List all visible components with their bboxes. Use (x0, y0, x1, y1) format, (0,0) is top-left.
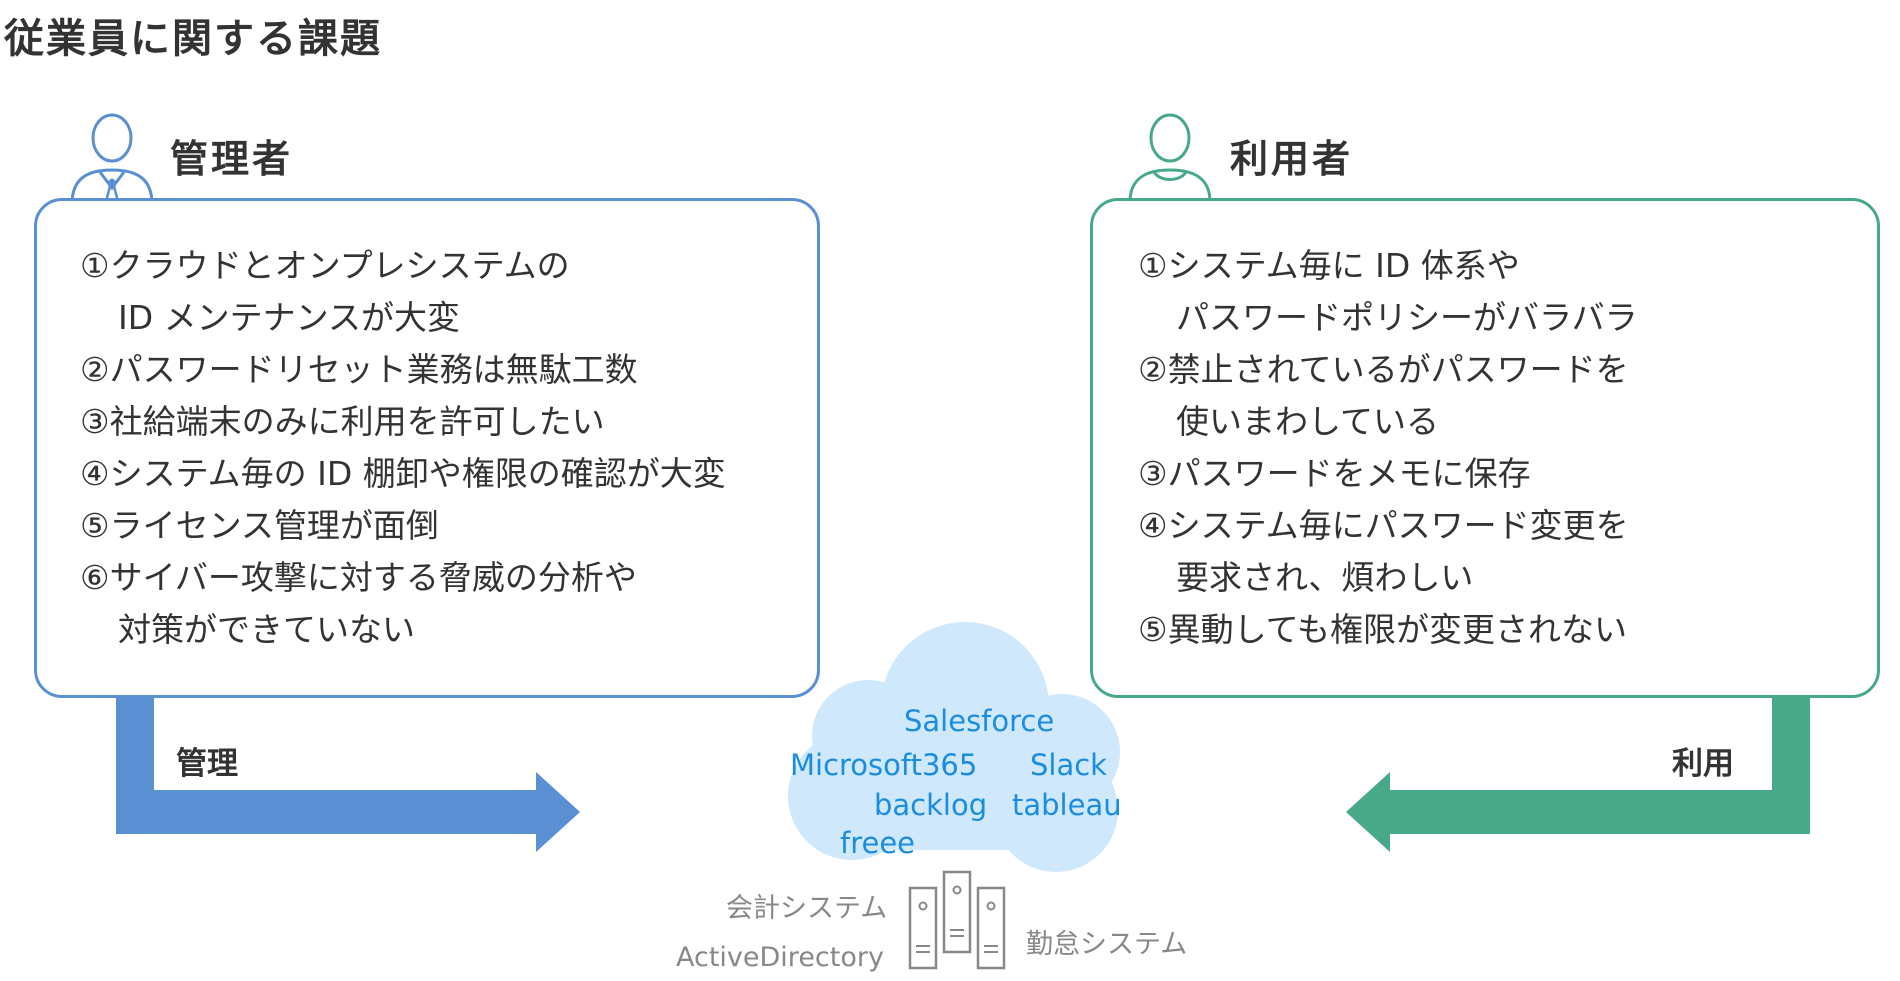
admin-issues-panel (34, 198, 820, 698)
server-icon (908, 870, 1006, 970)
list-item: ①システム毎に ID 体系やパスワードポリシーがバラバラ (1138, 240, 1638, 344)
issue-line: ⑥サイバー攻撃に対する脅威の分析や (80, 558, 637, 597)
list-item: ①クラウドとオンプレシステムの ID メンテナンスが大変 (80, 240, 726, 344)
list-item: ⑤ライセンス管理が面倒 (80, 500, 726, 552)
user-issues-panel (1090, 198, 1880, 698)
list-item: ③社給端末のみに利用を許可したい (80, 396, 726, 448)
issue-line: ②禁止されているがパスワードを (1138, 350, 1629, 389)
admin-arrow-label: 管理 (176, 746, 238, 782)
cloud-service-microsoft365: Microsoft365 (790, 748, 978, 782)
admin-person-icon (70, 113, 154, 208)
issue-line: ③パスワードをメモに保存 (1138, 454, 1531, 493)
user-label: 利用者 (1230, 137, 1354, 181)
issue-line: ⑤ライセンス管理が面倒 (80, 506, 439, 545)
issue-line-continued: ID メンテナンスが大変 (118, 298, 460, 337)
list-item: ④システム毎にパスワード変更を要求され、煩わしい (1138, 500, 1638, 604)
cloud-service-backlog: backlog (874, 788, 988, 822)
admin-issue-list: ①クラウドとオンプレシステムの ID メンテナンスが大変 ②パスワードリセット業務… (80, 240, 726, 656)
cloud-service-freee: freee (840, 826, 916, 860)
issue-line: ④システム毎にパスワード変更を (1138, 506, 1629, 545)
list-item: ④システム毎の ID 棚卸や権限の確認が大変 (80, 448, 726, 500)
onprem-system-accounting: 会計システム (726, 893, 888, 924)
cloud-service-salesforce: Salesforce (904, 704, 1055, 738)
cloud-service-slack: Slack (1030, 748, 1107, 782)
issue-line-continued: 対策ができていない (118, 610, 415, 649)
issue-line: ①クラウドとオンプレシステムの (80, 246, 570, 285)
issue-line: ④システム毎の ID 棚卸や権限の確認が大変 (80, 454, 726, 493)
issue-line: ③社給端末のみに利用を許可したい (80, 402, 605, 441)
issue-line: ①システム毎に ID 体系や (1138, 246, 1520, 285)
cloud-service-tableau: tableau (1012, 788, 1122, 822)
list-item: ②パスワードリセット業務は無駄工数 (80, 344, 726, 396)
page-title: 従業員に関する課題 (4, 16, 382, 62)
onprem-system-active-directory: ActiveDirectory (676, 942, 884, 973)
issue-line: ②パスワードリセット業務は無駄工数 (80, 350, 638, 389)
issue-line-continued: 要求され、煩わしい (1176, 558, 1474, 597)
user-issue-list: ①システム毎に ID 体系やパスワードポリシーがバラバラ ②禁止されているがパス… (1138, 240, 1638, 656)
list-item: ③パスワードをメモに保存 (1138, 448, 1638, 500)
issue-line-continued: パスワードポリシーがバラバラ (1176, 298, 1638, 337)
onprem-system-attendance: 勤怠システム (1026, 929, 1188, 960)
issue-line: ⑤異動しても権限が変更されない (1138, 610, 1627, 649)
user-arrow-label: 利用 (1672, 746, 1734, 782)
admin-label: 管理者 (170, 137, 294, 181)
user-person-icon (1128, 113, 1212, 203)
issue-line-continued: 使いまわしている (1176, 402, 1440, 441)
list-item: ②禁止されているがパスワードを使いまわしている (1138, 344, 1638, 448)
list-item: ⑥サイバー攻撃に対する脅威の分析や対策ができていない (80, 552, 726, 656)
list-item: ⑤異動しても権限が変更されない (1138, 604, 1638, 656)
